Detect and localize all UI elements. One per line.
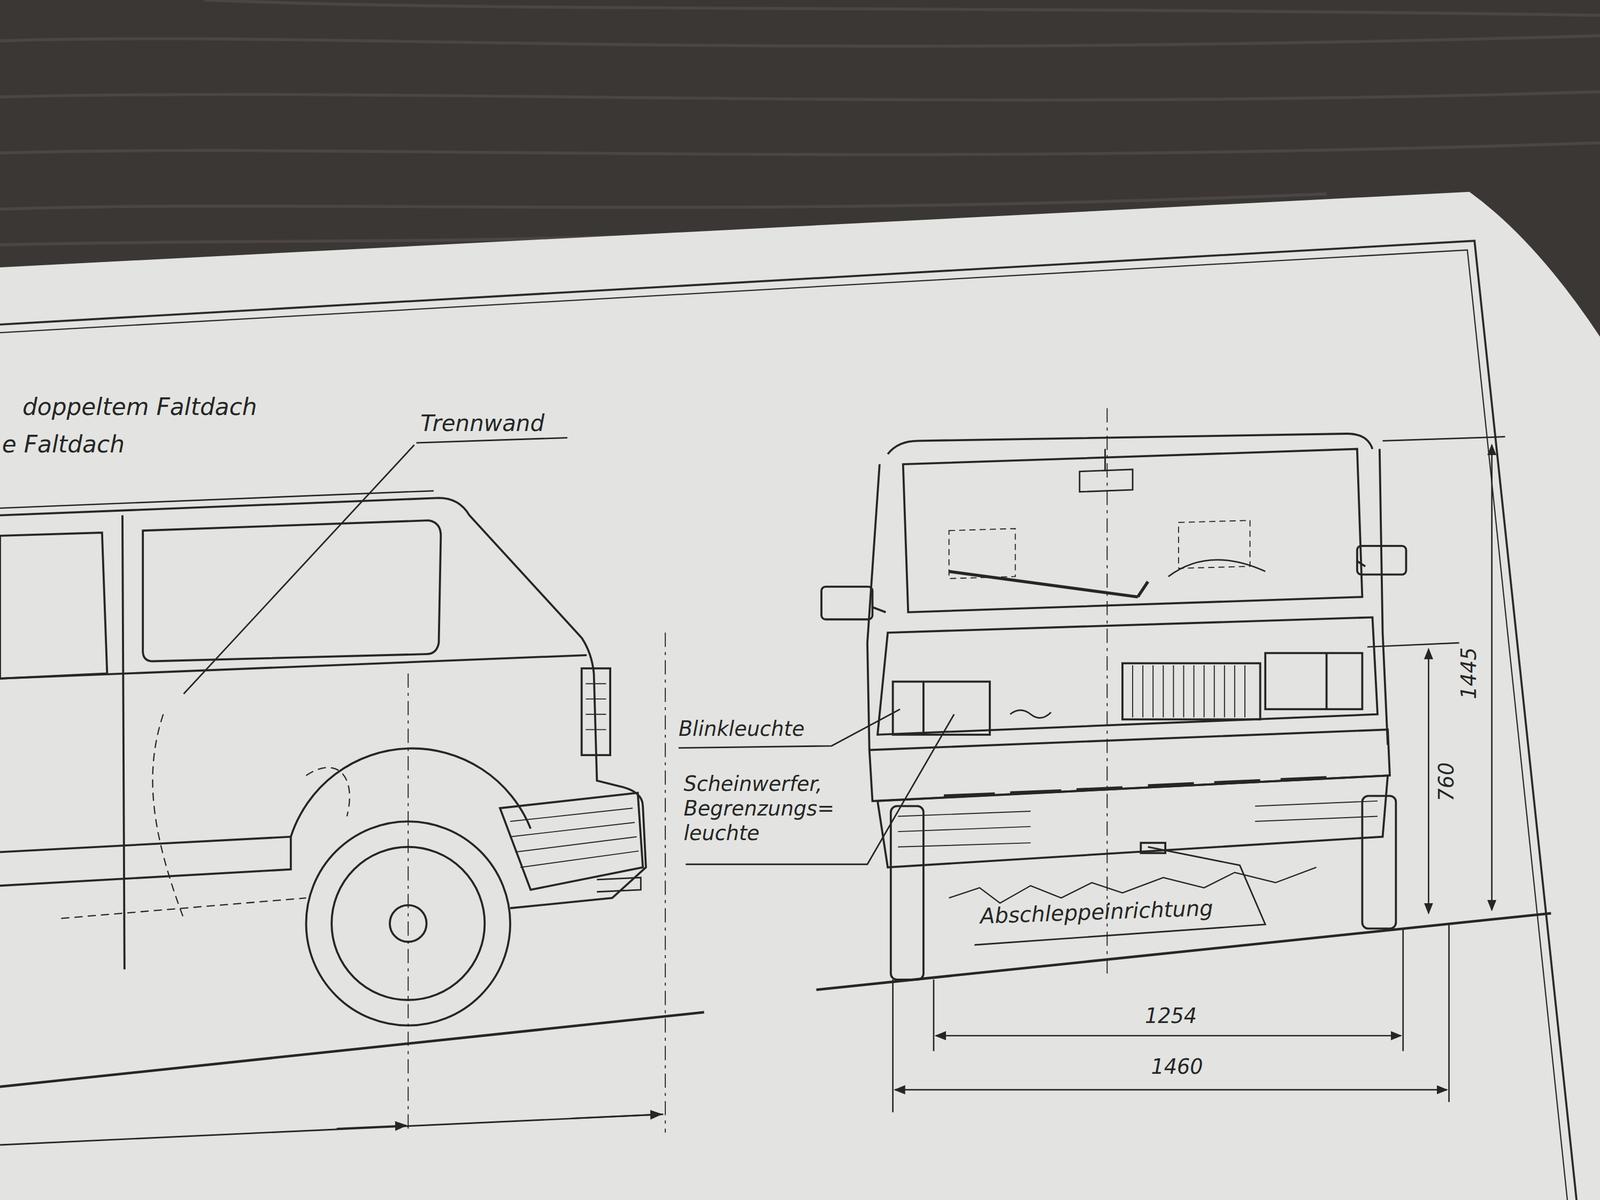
side-view-car-part [0,532,107,679]
dimension-lines [893,436,1506,1113]
dimension-value: 1445 [1457,647,1482,700]
rear-view-car-part [1168,559,1266,577]
rear-view-car-part [1132,665,1245,718]
rear-view-car-part [1122,663,1261,720]
rear-view-car-part [821,586,873,620]
leader-lines [183,437,1266,945]
rear-view-car-part [897,801,1378,848]
rear-view-car [816,408,1552,990]
rear-view-car-part [869,729,1390,802]
side-view-car-part [60,714,350,919]
leader-lines-part [416,437,568,444]
rear-view-car-part [922,681,925,735]
rear-view-car-part [1362,795,1396,929]
rear-view-car-part [1265,652,1363,710]
part-label: Blinkleuchte [678,717,805,742]
rear-view-car-part [949,520,1251,579]
rear-view-car-part [816,913,1552,990]
side-view-car-part [0,836,291,887]
note-text: e Faltdach [2,430,125,459]
side-view-car-part [0,1012,705,1087]
leader-lines-part [678,709,900,749]
part-label: Scheinwerfer, Begrenzungs= leuchte [683,772,866,846]
rear-view-car-part [877,775,1388,868]
rear-view-car-part [1357,545,1407,575]
side-view-car-part [510,808,639,868]
drawing-frame [0,240,1577,1200]
dimension-lines-part [1490,444,1493,911]
note-text: doppeltem Faltdach [22,393,258,422]
dimension-lines-part [935,1034,1402,1037]
rear-view-car-part [890,805,924,980]
rear-view-car-part [1010,710,1051,718]
side-view-car-part [571,1114,662,1119]
rear-view-car-part [1325,652,1328,710]
side-view-car-part [142,520,441,661]
side-view-car-part [0,497,646,909]
side-view-car [0,490,705,1145]
leader-lines-part [183,444,414,695]
part-label: Trennwand [420,410,545,437]
dimension-lines-part [894,1089,1447,1091]
side-view-car-part [500,793,643,890]
rear-view-car-part [1106,408,1108,975]
part-label: Abschleppeinrichtung [979,895,1214,929]
side-view-car-part [290,748,531,837]
drawing-frame-part [0,240,1577,1200]
paper-sheet-part [0,191,1600,1200]
rear-view-car-part [893,681,990,735]
side-view-car-part [336,1125,407,1129]
rear-view-car-part [867,449,1388,751]
side-view-car-part [0,1114,664,1145]
rear-view-car-part [1357,560,1366,567]
side-view-car-part [581,668,611,756]
dimension-value: 1460 [1150,1055,1203,1080]
side-view-car-part [122,515,125,970]
dimension-value: 760 [1434,762,1460,802]
rear-view-car-part [903,449,1363,613]
dimension-lines-part [1427,649,1430,914]
dimension-lines-part [893,923,1450,1113]
side-view-car-part [408,632,666,1133]
leader-lines-part [974,847,1266,945]
rear-view-car-part [949,571,1149,598]
rear-view-car-part [943,777,1327,796]
side-view-car-part [0,655,587,679]
rear-view-car-part [872,606,886,613]
rear-view-car-part [1079,449,1133,492]
paper-sheet [0,191,1600,1200]
drawing-frame-part [0,250,1568,1200]
side-view-car-part [585,683,606,730]
dimension-value: 1254 [1144,1004,1197,1029]
side-view-car-part [596,877,641,892]
dimension-lines-part [1367,436,1506,648]
